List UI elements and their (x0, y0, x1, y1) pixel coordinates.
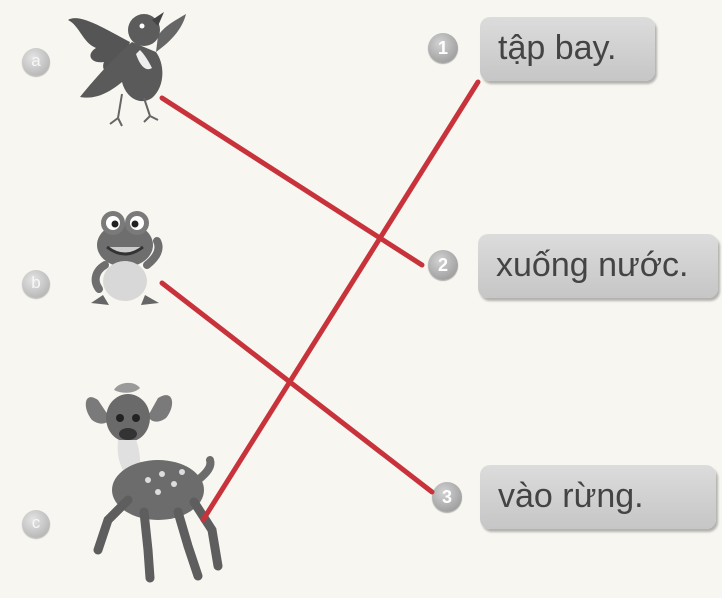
number-badge-2: 2 (428, 250, 458, 280)
number-badge-1: 1 (428, 33, 458, 63)
deer-icon (85, 382, 223, 583)
answer-box-1[interactable]: tập bay. (480, 17, 655, 81)
frog-icon (91, 211, 163, 305)
label-a: a (22, 48, 50, 76)
answer-box-2[interactable]: xuống nước. (478, 234, 718, 298)
label-b: b (22, 270, 50, 298)
answer-box-3[interactable]: vào rừng. (480, 465, 716, 529)
label-c: c (22, 510, 50, 538)
connector-line-c-1 (200, 79, 481, 523)
connector-line-a-2 (159, 95, 425, 268)
number-badge-3: 3 (432, 482, 462, 512)
bird-icon (68, 12, 186, 127)
